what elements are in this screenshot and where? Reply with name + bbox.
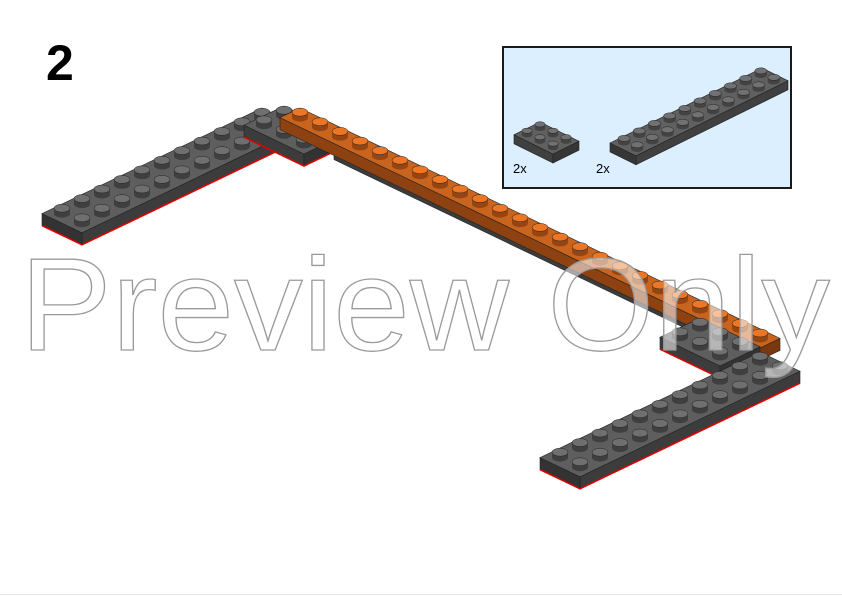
- part-quantity: 2x: [596, 161, 610, 176]
- plate-2x10-icon: [609, 67, 789, 166]
- part-quantity: 2x: [513, 161, 527, 176]
- plate-left-arm: [41, 107, 303, 246]
- parts-callout: 2x 2x: [502, 46, 792, 189]
- plate-orange-strip: [279, 107, 781, 361]
- plate-2x3-icon: [513, 121, 580, 164]
- plate-front-arm: [539, 351, 801, 490]
- step-number: 2: [46, 35, 74, 91]
- plate-2x10-icon: [609, 67, 789, 166]
- page-divider: [0, 594, 842, 595]
- plate-2x3-icon: [513, 121, 580, 164]
